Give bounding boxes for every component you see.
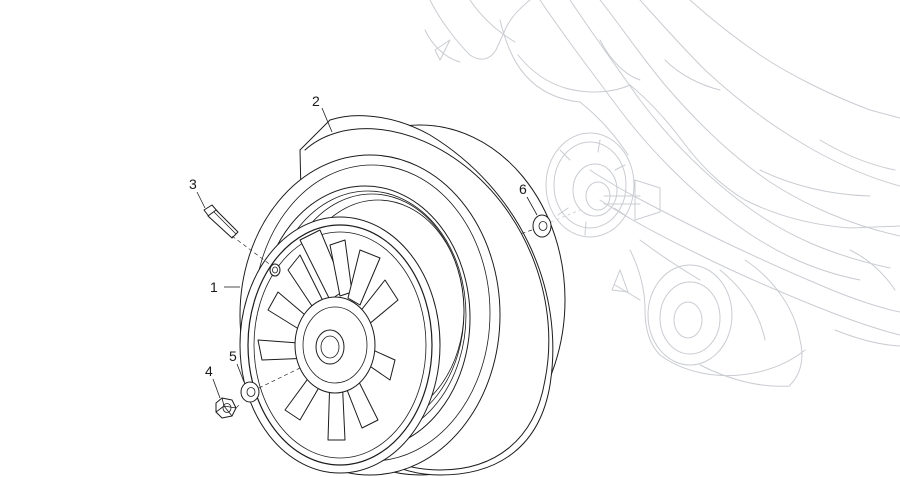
callout-1: 1 xyxy=(210,279,218,295)
callout-3: 3 xyxy=(189,176,197,192)
valve xyxy=(203,204,239,239)
callout-4: 4 xyxy=(205,363,213,379)
leader-lines xyxy=(196,107,538,399)
washer-left xyxy=(240,381,260,403)
assembly-axes xyxy=(231,209,581,409)
washer-right xyxy=(532,214,552,238)
ghost-scooter-frame xyxy=(424,0,900,387)
callout-6: 6 xyxy=(519,181,527,197)
callout-labels: 1 2 3 4 5 6 xyxy=(189,93,527,379)
wheel-rim xyxy=(239,216,441,474)
callout-2: 2 xyxy=(312,93,320,109)
nut xyxy=(215,397,237,419)
callout-5: 5 xyxy=(229,348,237,364)
